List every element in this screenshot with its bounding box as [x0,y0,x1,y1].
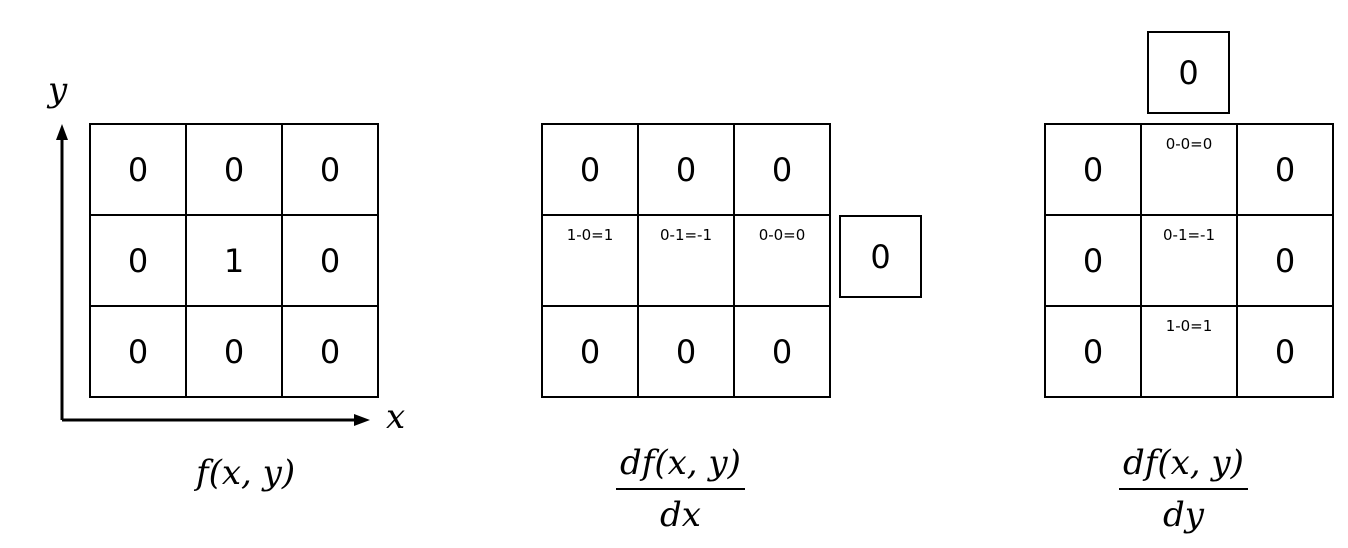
grid-dx: 0 0 0 1-0=1 0-1=-1 0-0=0 0 0 0 [541,123,831,398]
grid-dy-cell: 0 [1238,216,1334,307]
x-axis-label: x [386,397,406,437]
grid-dy-cell: 0-1=-1 [1142,216,1238,307]
grid-dy-cell: 0-0=0 [1142,125,1238,216]
grid-dy-cell: 0 [1238,307,1334,398]
grid-f-cell: 0 [91,216,187,307]
grid-dy-cell: 0 [1046,307,1142,398]
caption-f: f(x, y) [196,453,296,493]
grid-dy: 0 0-0=0 0 0 0-1=-1 0 0 1-0=1 0 [1044,123,1334,398]
y-axis-arrowhead [56,124,68,140]
grid-f-cell: 0 [91,307,187,398]
grid-dx-cell: 0 [735,307,831,398]
caption-dx-numerator: df(x, y) [616,442,745,490]
grid-dx-cell: 0-1=-1 [639,216,735,307]
grid-f-cell: 1 [187,216,283,307]
grid-f: 0 0 0 0 1 0 0 0 0 [89,123,379,398]
grid-dx-cell: 0 [639,125,735,216]
grid-dx-cell: 1-0=1 [543,216,639,307]
grid-f-cell: 0 [187,125,283,216]
caption-dx-denominator: dx [659,495,701,535]
grid-f-cell: 0 [283,307,379,398]
caption-dx: df(x, y) dx [616,442,745,536]
grid-f-cell: 0 [283,125,379,216]
caption-dy-denominator: dy [1162,495,1204,535]
grid-f-cell: 0 [187,307,283,398]
grid-dx-cell: 0-0=0 [735,216,831,307]
x-axis-arrowhead [354,414,370,426]
caption-dy-numerator: df(x, y) [1119,442,1248,490]
dx-side-box: 0 [839,215,922,298]
grid-f-cell: 0 [91,125,187,216]
grid-dy-cell: 0 [1046,125,1142,216]
caption-dy: df(x, y) dy [1119,442,1248,536]
y-axis-label: y [48,70,68,110]
grid-dx-cell: 0 [543,307,639,398]
grid-dy-cell: 0 [1046,216,1142,307]
grid-dy-cell: 1-0=1 [1142,307,1238,398]
grid-dx-cell: 0 [543,125,639,216]
grid-dx-cell: 0 [735,125,831,216]
grid-dy-cell: 0 [1238,125,1334,216]
grid-dx-cell: 0 [639,307,735,398]
grid-f-cell: 0 [283,216,379,307]
dy-top-box: 0 [1147,31,1230,114]
